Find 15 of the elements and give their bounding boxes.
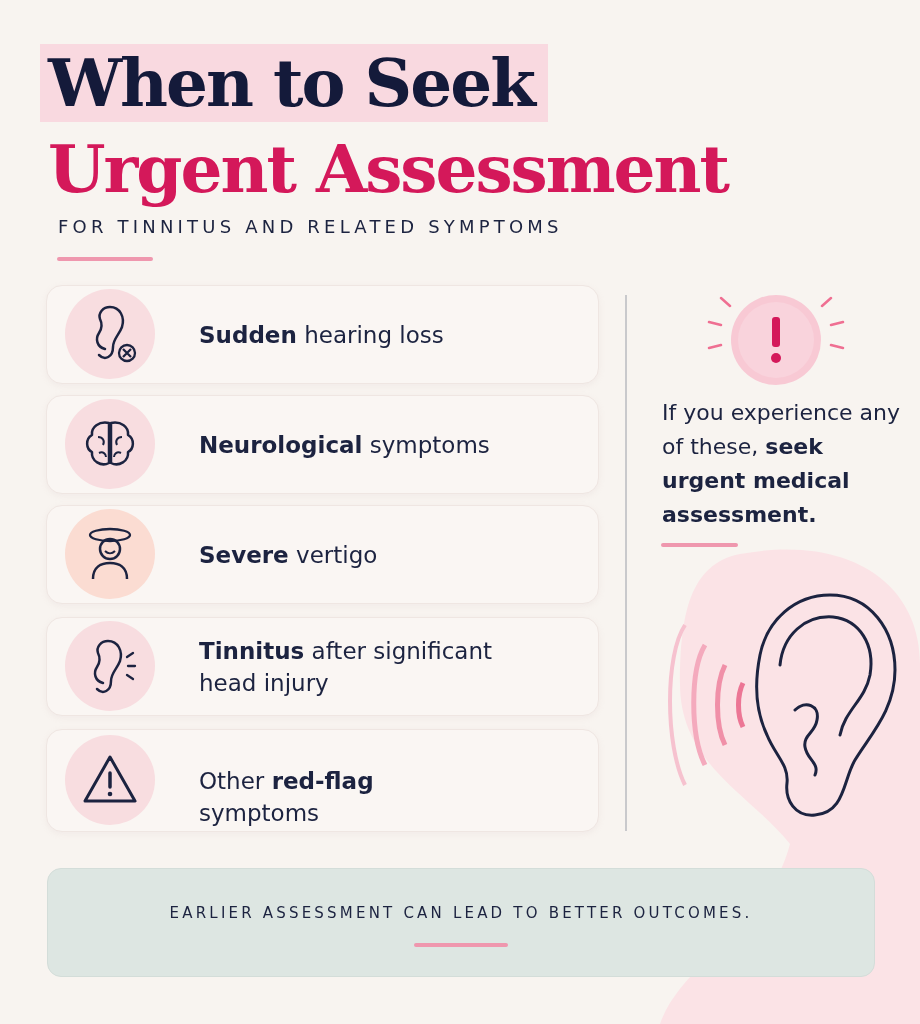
symptom-card: [46, 617, 599, 716]
message-banner: [47, 868, 875, 977]
advice-text: If you experience any of these, seek urgent medical assessment.: [662, 399, 901, 529]
title: When to Seek Urgent Assessment: [40, 40, 800, 212]
symptom-card: [46, 285, 599, 384]
symptom-card: [46, 505, 599, 604]
symptom-text: Tinnitus after significant head injury: [199, 636, 494, 698]
symptom-text: Severe vertigo: [199, 540, 379, 570]
symptom-card: [46, 729, 599, 832]
symptom-text: Neurological symptoms: [199, 430, 491, 460]
symptom-card: [46, 395, 599, 494]
banner-text: EARLIER ASSESSMENT CAN LEAD TO BETTER OUTCOMES.: [168, 904, 754, 922]
symptom-text: Sudden hearing loss: [199, 320, 445, 350]
subtitle: FOR TINNITUS AND RELATED SYMPTOMS: [58, 216, 563, 237]
symptom-text: Other red-flag symptoms: [199, 766, 375, 828]
